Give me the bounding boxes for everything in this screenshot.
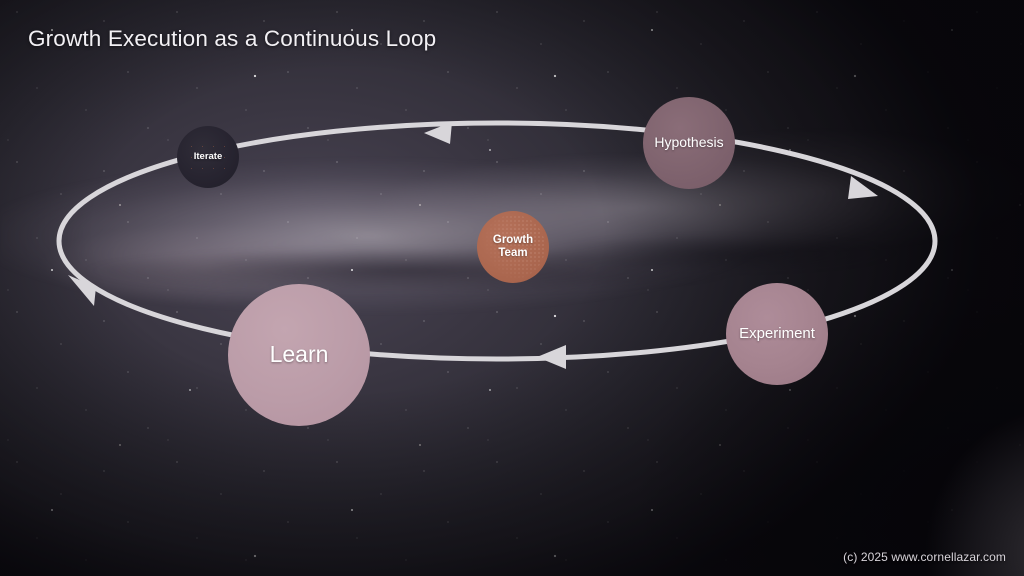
node-hypothesis-label: Hypothesis [654,134,724,151]
node-iterate[interactable]: Iterate [177,126,239,188]
node-hypothesis[interactable]: Hypothesis [643,97,735,189]
node-learn[interactable]: Learn [228,284,370,426]
node-learn-label: Learn [269,341,329,368]
node-growth-team[interactable]: Growth Team [477,211,549,283]
node-growth-team-line2: Team [498,247,528,259]
node-growth-team-line1: Growth [492,234,534,247]
copyright-footer: (c) 2025 www.cornellazar.com [843,550,1006,564]
arrow-left-icon [68,275,96,306]
page-title: Growth Execution as a Continuous Loop [28,26,437,51]
loop-ellipse [56,120,938,362]
arrow-right-icon [848,176,878,199]
arrow-bottom-icon [537,345,566,369]
arrow-top-icon [424,122,452,144]
node-growth-team-label: Growth Team [493,234,533,260]
node-experiment[interactable]: Experiment [726,283,828,385]
node-iterate-label: Iterate [193,150,223,162]
node-experiment-label: Experiment [739,324,815,342]
